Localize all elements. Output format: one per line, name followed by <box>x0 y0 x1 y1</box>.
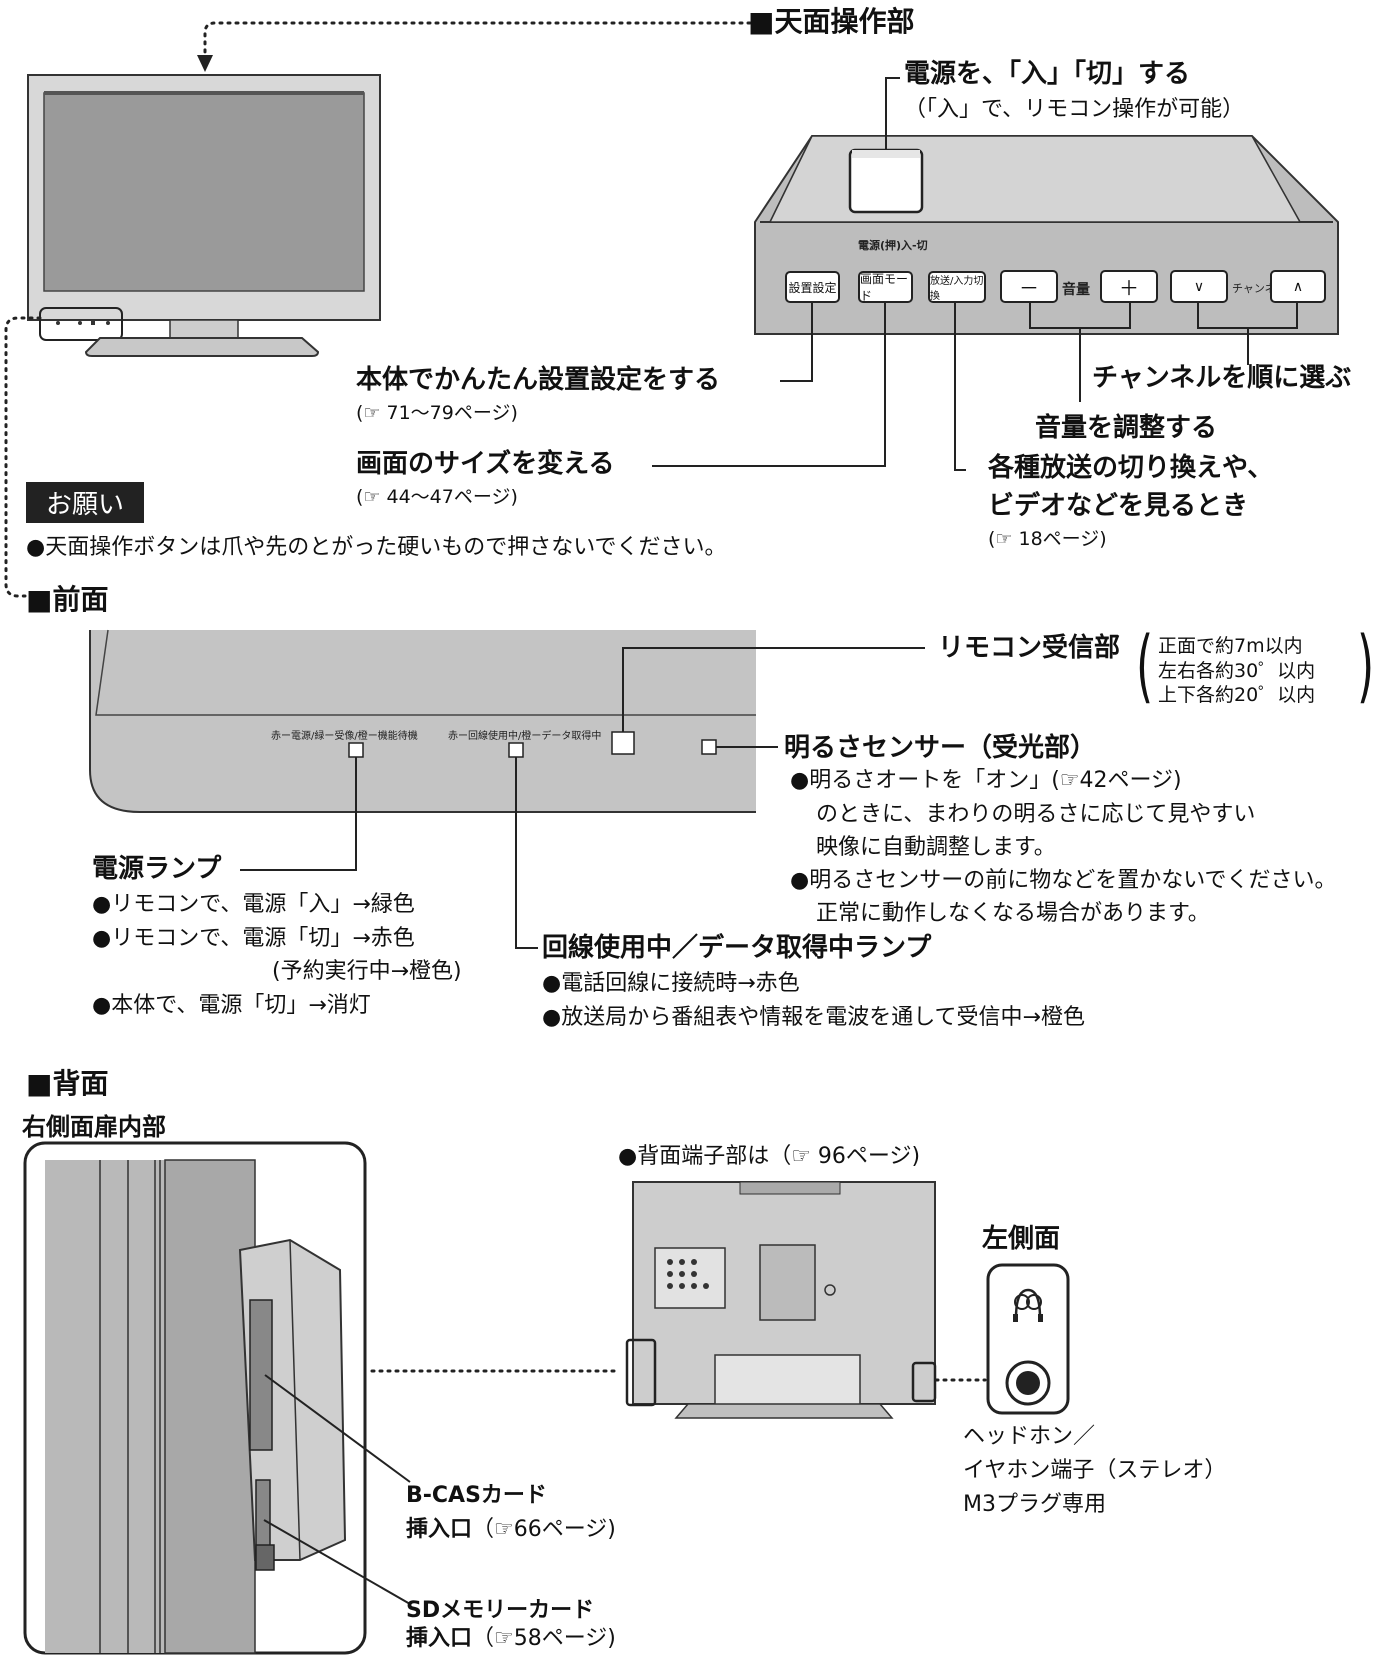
bcas-slot-label: 挿入口 <box>406 1517 473 1542</box>
bcas-ref: （☞66ページ) <box>472 1517 616 1542</box>
power-lamp-3: (予約実行中→橙色) <box>272 959 462 984</box>
headphone-jack-illustration <box>986 1263 1070 1415</box>
brightness-note-1: ●明るさオートを「オン」(☞42ページ) <box>790 768 1182 793</box>
line-lamp-label: 回線使用中／データ取得中ランプ <box>542 933 932 963</box>
top-panel-illustration <box>754 135 1339 335</box>
input-ref: (☞ 18ページ) <box>988 528 1107 550</box>
panel-text-2: 赤ー回線使用中/橙ーデータ取得中 <box>448 731 602 742</box>
brightness-sensor-label: 明るさセンサー（受光部） <box>784 733 1097 763</box>
remote-range-1: 正面で約7m以内 <box>1158 635 1303 657</box>
power-lamp-1: ●リモコンで、電源「入」→緑色 <box>92 892 415 917</box>
volume-desc: 音量を調整する <box>1035 413 1218 443</box>
channel-desc: チャンネルを順に選ぶ <box>1092 363 1352 393</box>
paren-right: ) <box>1357 620 1375 713</box>
bcas-slot: 挿入口（☞66ページ) <box>406 1516 616 1544</box>
power-lamp-label: 電源ランプ <box>92 854 222 884</box>
line-lamp-2: ●放送局から番組表や情報を電波を通して受信中→橙色 <box>542 1005 1085 1030</box>
bcas-label: B-CASカード <box>406 1483 547 1508</box>
front-panel-illustration <box>89 629 756 813</box>
headphone-desc-2: イヤホン端子（ステレオ） <box>963 1458 1227 1483</box>
brightness-note-5: 正常に動作しなくなる場合があります。 <box>816 901 1210 926</box>
volume-panel-label: 音量 <box>1062 282 1090 298</box>
request-tag: お願い <box>26 482 145 523</box>
power-lamp-2: ●リモコンで、電源「切」→赤色 <box>92 926 415 951</box>
volume-up-button[interactable]: ＋ <box>1100 270 1158 303</box>
sd-label: SDメモリーカード <box>406 1598 595 1623</box>
power-note: （「入」で、リモコン操作が可能） <box>904 97 1245 122</box>
paren-left: ( <box>1136 620 1154 713</box>
setup-button[interactable]: 設置設定 <box>785 271 840 303</box>
remote-range: 正面で約7m以内 左右各約30゜以内 上下各約20゜以内 <box>1158 634 1315 708</box>
right-side-label: 右側面扉内部 <box>22 1113 166 1141</box>
volume-down-button[interactable]: － <box>1000 270 1058 303</box>
side-door-illustration <box>23 1141 411 1655</box>
top-panel-heading: ■天面操作部 <box>748 5 915 38</box>
picture-desc: 画面のサイズを変える <box>356 449 615 479</box>
remote-range-2: 左右各約30゜以内 <box>1158 659 1316 682</box>
input-desc-1: 各種放送の切り換えや、 <box>988 453 1274 483</box>
headphone-icon <box>1013 1288 1043 1322</box>
arrow-down-icon <box>197 55 213 72</box>
power-label: 電源を、「入」「切」する <box>904 59 1191 89</box>
picture-ref: (☞ 44～47ページ) <box>356 486 518 508</box>
picture-mode-button[interactable]: 画面モード <box>858 271 913 303</box>
panel-text-1: 赤ー電源/緑ー受像/橙ー機能待機 <box>271 731 418 742</box>
setup-ref: (☞ 71～79ページ) <box>356 402 518 424</box>
remote-receiver-label: リモコン受信部 <box>938 633 1121 663</box>
channel-up-button[interactable]: ∧ <box>1270 270 1326 303</box>
request-text: ●天面操作ボタンは爪や先のとがった硬いもので押さないでください。 <box>26 535 727 560</box>
left-side-label: 左側面 <box>982 1224 1061 1254</box>
sd-slot-label: 挿入口 <box>406 1626 473 1651</box>
sd-slot: 挿入口（☞58ページ) <box>406 1625 616 1653</box>
input-switch-button[interactable]: 放送/入力切換 <box>928 271 986 303</box>
brightness-note-2: のときに、まわりの明るさに応じて見やすい <box>816 802 1256 827</box>
headphone-desc-3: M3プラグ専用 <box>963 1492 1106 1517</box>
setup-desc: 本体でかんたん設置設定をする <box>356 365 721 395</box>
input-desc-2: ビデオなどを見るとき <box>988 491 1249 521</box>
front-heading: ■前面 <box>26 583 109 616</box>
back-heading: ■背面 <box>26 1067 109 1100</box>
brightness-note-3: 映像に自動調整します。 <box>816 835 1056 860</box>
dotted-leader-top <box>203 21 752 60</box>
remote-range-3: 上下各約20゜以内 <box>1158 684 1316 707</box>
rear-terminal-note: ●背面端子部は（☞ 96ページ) <box>618 1144 921 1169</box>
headphone-desc-1: ヘッドホン／ <box>963 1424 1096 1449</box>
line-lamp-1: ●電話回線に接続時→赤色 <box>542 971 800 996</box>
panel-power-text: 電源(押)入-切 <box>858 239 928 252</box>
rear-view-illustration <box>625 1181 937 1419</box>
brightness-note-4: ●明るさセンサーの前に物などを置かないでください。 <box>790 868 1337 893</box>
sd-ref: （☞58ページ) <box>472 1626 616 1651</box>
power-lamp-4: ●本体で、電源「切」→消灯 <box>92 993 371 1018</box>
channel-down-button[interactable]: ∨ <box>1170 270 1228 303</box>
tv-front-small <box>27 74 381 357</box>
dotted-leader-front <box>4 316 42 598</box>
